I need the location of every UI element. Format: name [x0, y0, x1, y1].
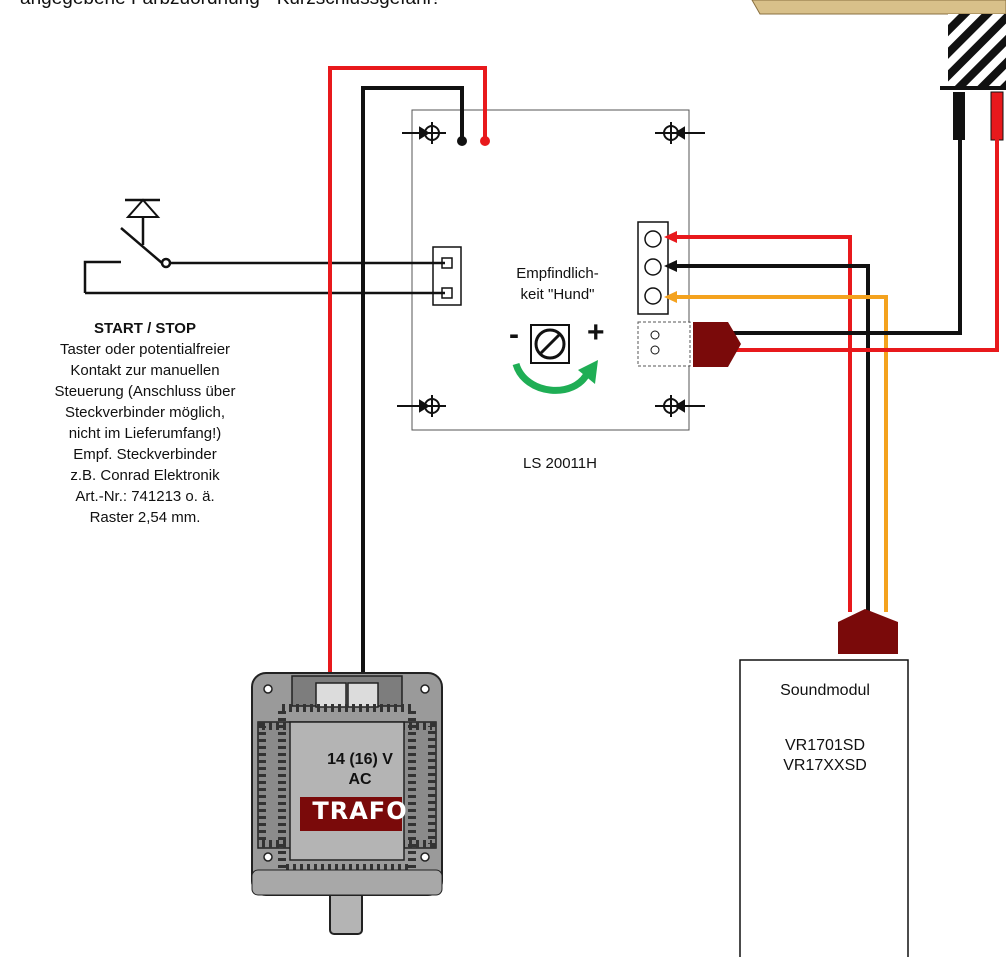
- sensitivity-potentiometer[interactable]: [530, 324, 570, 364]
- rotation-arrow-icon: [512, 362, 592, 394]
- ls-board: [397, 109, 705, 431]
- trafo-unit: [251, 672, 443, 935]
- sensor-wires: [730, 138, 999, 352]
- sound-module-plug: [838, 609, 898, 654]
- mount-marker-bottom-left: [397, 395, 446, 417]
- sensor-connector: [637, 321, 691, 367]
- trafo-name-label: TRAFO: [312, 797, 408, 825]
- board-name: LS 20011H: [523, 455, 597, 472]
- start-stop-line: Art.-Nr.: 741213 o. ä.: [75, 488, 215, 505]
- sensitivity-label-line2: keit "Hund": [520, 286, 595, 303]
- start-stop-description: START / STOP Taster oder potentialfreier…: [0, 318, 290, 528]
- wire-arrow-black: [664, 260, 677, 272]
- start-stop-line: Kontakt zur manuellen: [70, 362, 220, 379]
- start-stop-line: Steuerung (Anschluss über: [54, 383, 236, 400]
- start-stop-line: z.B. Conrad Elektronik: [70, 467, 220, 484]
- start-stop-line: Empf. Steckverbinder: [73, 446, 217, 463]
- trafo-voltage-label: 14 (16) V AC: [305, 750, 415, 790]
- sensor-plug: [693, 322, 741, 367]
- power-terminal-black: [457, 136, 467, 146]
- minus-sign: -: [509, 318, 519, 351]
- sound-module-title: Soundmodul: [780, 682, 870, 699]
- trafo-voltage-line1: 14 (16) V: [327, 751, 393, 768]
- trafo-power-wires: [328, 66, 487, 680]
- mount-marker-bottom-right: [655, 395, 705, 417]
- plus-sign: +: [587, 316, 605, 349]
- power-terminal-red: [480, 136, 490, 146]
- start-stop-line: Taster oder potentialfreier: [59, 341, 231, 358]
- sound-module-model2: VR17XXSD: [783, 757, 867, 774]
- sensitivity-label-line1: Empfindlich-: [516, 265, 599, 282]
- start-stop-title: START / STOP: [94, 320, 196, 337]
- sound-connector: [637, 221, 669, 315]
- wire-arrow-red: [664, 231, 677, 243]
- mount-marker-top-right: [655, 122, 705, 144]
- start-stop-switch-symbol: [83, 198, 445, 295]
- start-stop-line: Steckverbinder möglich,: [64, 404, 226, 421]
- top-right-image: [751, 0, 1006, 15]
- sound-module-wires: [677, 235, 888, 612]
- wire-arrow-orange: [664, 291, 677, 303]
- start-stop-connector: [432, 246, 462, 306]
- rotation-arrowhead-icon: [578, 360, 598, 384]
- sound-module-model1: VR1701SD: [784, 737, 866, 754]
- start-stop-line: nicht im Lieferumfang!): [68, 425, 222, 442]
- trafo-voltage-line2: AC: [348, 771, 372, 788]
- sound-module-box: [739, 659, 909, 957]
- hatched-connector-block: [940, 14, 1006, 141]
- mount-marker-top-left: [402, 122, 446, 144]
- top-caption: angegebene Farbzuordnung - Kurzschlussge…: [20, 0, 438, 10]
- start-stop-line: Raster 2,54 mm.: [89, 509, 201, 526]
- sensitivity-label: Empfindlich- keit "Hund": [490, 263, 625, 305]
